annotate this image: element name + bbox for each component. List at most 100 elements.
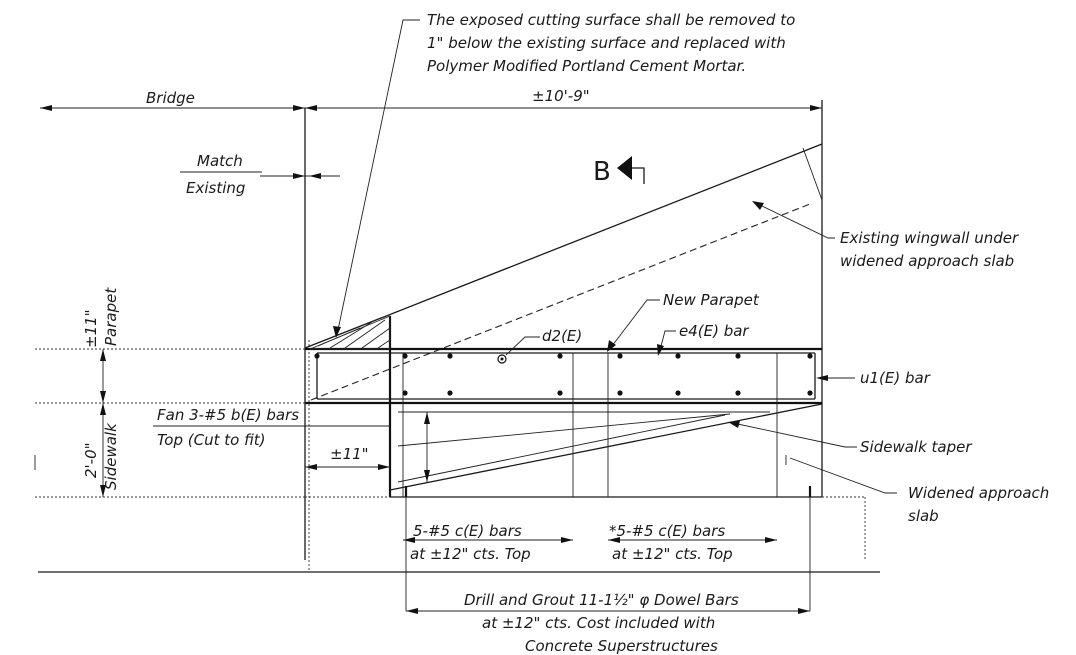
- offset-dim-label: ±11": [330, 445, 369, 463]
- rebar-dot: [617, 390, 623, 396]
- rebar-dot: [675, 390, 681, 396]
- rebar-dot: [447, 390, 453, 396]
- arrowhead: [728, 421, 740, 428]
- wingwall-label-2: widened approach slab: [840, 252, 1014, 270]
- new-parapet-label: New Parapet: [663, 291, 760, 309]
- parapet-height-label: ±11": [82, 309, 100, 348]
- arrowhead: [752, 201, 764, 210]
- rebar-dot: [735, 390, 741, 396]
- rebar-dot: [402, 390, 408, 396]
- arrowhead: [305, 105, 317, 111]
- rebar-dot: [314, 353, 320, 359]
- wingwall-leader: [759, 204, 835, 239]
- structure-lines: [304, 100, 823, 572]
- parapet-reinforcing: [314, 352, 816, 497]
- section-marker-letter: B: [593, 157, 611, 187]
- overall-dim-label: ±10'-9": [532, 87, 590, 105]
- fan-bar-3: [397, 414, 726, 483]
- hatch-line: [317, 327, 361, 347]
- arrowhead: [406, 608, 418, 614]
- arrowhead: [798, 608, 810, 614]
- hatch-line: [361, 327, 391, 349]
- match-label: Match: [197, 152, 243, 170]
- existing-label: Existing: [186, 179, 245, 197]
- rebar-dot: [557, 390, 563, 396]
- wingwall-label-1: Existing wingwall under: [840, 229, 1019, 247]
- arrowhead: [100, 391, 106, 403]
- arrowhead: [378, 464, 390, 470]
- hatch-line: [344, 319, 386, 349]
- annotations: The exposed cutting surface shall be rem…: [82, 11, 1049, 655]
- cutting-note-line-2: 1" below the existing surface and replac…: [427, 34, 786, 52]
- new-parapet-leader: [611, 299, 660, 347]
- arrowhead: [293, 173, 305, 179]
- d2-label: d2(E): [542, 327, 582, 345]
- rebar-dot: [675, 353, 681, 359]
- arrowhead: [424, 412, 430, 424]
- e4-leader: [659, 330, 676, 351]
- c-bars-left-label-2: at ±12" cts. Top: [410, 545, 531, 563]
- arrowhead: [100, 349, 106, 361]
- section-marker: B: [593, 156, 645, 187]
- c-bars-left-label-1: 5-#5 c(E) bars: [413, 522, 522, 540]
- dowel-label-3: Concrete Superstructures: [525, 637, 718, 655]
- hatch-line: [329, 321, 373, 349]
- rebar-dot: [807, 390, 813, 396]
- arrowhead: [561, 537, 573, 543]
- dowel-label-1: Drill and Grout 11-1½" φ Dowel Bars: [464, 591, 739, 609]
- arrowhead: [765, 537, 777, 543]
- arrowhead: [424, 470, 430, 482]
- c-bars-right-label-1: *5-#5 c(E) bars: [609, 522, 725, 540]
- arrowhead: [309, 173, 321, 179]
- parapet-longitudinal-bars: [314, 353, 813, 396]
- wingwall-hidden-slope: [310, 203, 811, 401]
- d2-bar-center: [500, 357, 504, 361]
- d2-bar-marker: [497, 354, 507, 364]
- rebar-dot: [557, 353, 563, 359]
- arrowhead: [293, 105, 305, 111]
- fan-bars-label-1: Fan 3-#5 b(E) bars: [157, 406, 299, 424]
- extension-lines: [34, 348, 880, 573]
- c-bars-right-label-2: at ±12" cts. Top: [612, 545, 733, 563]
- cutting-note-line-3: Polymer Modified Portland Cement Mortar.: [427, 57, 746, 75]
- sidewalk-height-label: 2'-0": [82, 442, 100, 478]
- arrowhead: [608, 537, 620, 543]
- section-arrow-tail: [632, 167, 645, 184]
- fan-bars-label-2: Top (Cut to fit): [157, 431, 266, 449]
- section-arrow-icon: [617, 156, 632, 180]
- fan-bar-2: [397, 413, 731, 447]
- sidewalk-taper-leader: [732, 422, 857, 448]
- sidewalk-taper-label: Sidewalk taper: [860, 438, 972, 456]
- dimension-lines: [40, 105, 822, 614]
- arrowhead: [810, 105, 822, 111]
- d2-leader: [505, 336, 540, 356]
- arrowhead: [657, 344, 664, 356]
- widened-slab-label-2: slab: [908, 507, 939, 525]
- hatch-line: [377, 339, 391, 349]
- widened-slab-label-1: Widened approach: [908, 484, 1049, 502]
- arrowhead: [100, 485, 106, 497]
- cutting-note-line-1: The exposed cutting surface shall be rem…: [427, 11, 795, 29]
- cutting-note-leader: [337, 19, 420, 331]
- arrowhead: [40, 105, 52, 111]
- rebar-dot: [807, 353, 813, 359]
- wingwall-end-hatch: [802, 147, 823, 201]
- arrowhead: [607, 340, 616, 352]
- rebar-dot: [447, 353, 453, 359]
- dowel-label-2: at ±12" cts. Cost included with: [482, 614, 715, 632]
- u1-bar-label: u1(E) bar: [860, 369, 931, 387]
- bridge-label: Bridge: [146, 89, 195, 107]
- sidewalk-taper-line: [389, 403, 823, 491]
- parapet-label: Parapet: [102, 287, 120, 346]
- arrowhead: [816, 375, 828, 381]
- rebar-dot: [402, 353, 408, 359]
- arrowhead: [100, 403, 106, 415]
- rebar-dot: [617, 353, 623, 359]
- e4-bar-label: e4(E) bar: [679, 322, 749, 340]
- rebar-dot: [735, 353, 741, 359]
- wingwall-top-slope: [304, 143, 823, 349]
- sidewalk-label: Sidewalk: [102, 422, 120, 490]
- arrowhead: [403, 537, 415, 543]
- leader-lines: [333, 19, 897, 494]
